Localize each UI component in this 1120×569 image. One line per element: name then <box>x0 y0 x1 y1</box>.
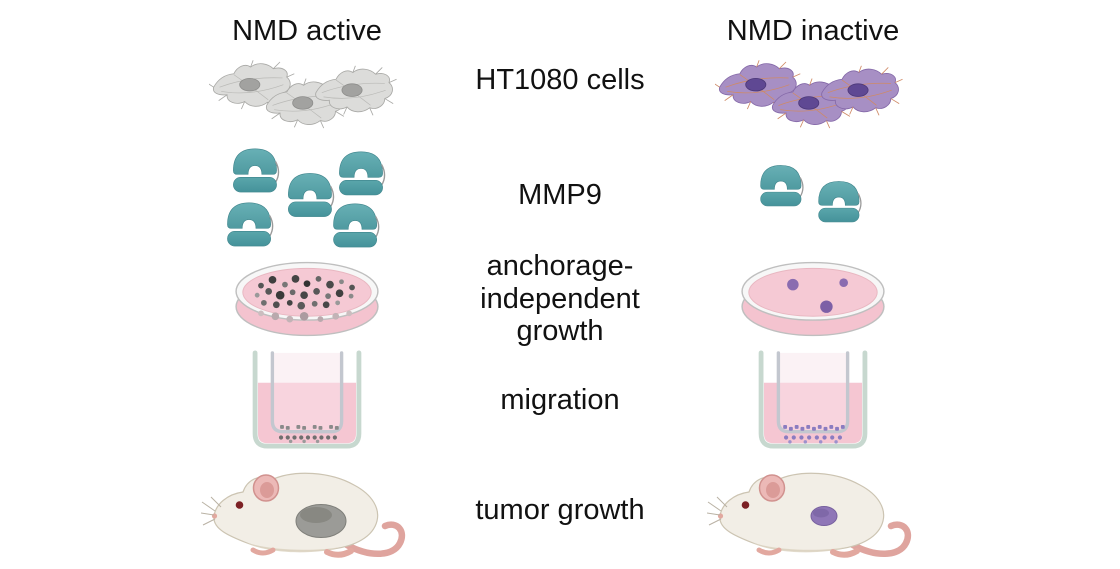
transwell-gray-cells-icon <box>252 350 362 449</box>
migrated-cells-purple <box>783 435 843 444</box>
mmp9-enzymes-many-icon <box>226 148 386 248</box>
cells-left <box>197 52 417 140</box>
mmp9-right <box>703 140 923 250</box>
mmp9-left <box>197 140 417 250</box>
membrane-cells-gray <box>280 425 339 430</box>
colony-dish-left <box>197 250 417 348</box>
column-header-nmd-inactive: NMD inactive <box>726 15 900 47</box>
mouse-body <box>213 472 379 552</box>
mouse-right <box>703 452 923 569</box>
petri-dish-few-colonies-icon <box>741 261 885 337</box>
mouse-large-gray-tumor-icon <box>201 472 406 558</box>
mouse-front-foot <box>756 547 782 555</box>
mouse-tail <box>849 521 912 557</box>
colony-dish-right <box>703 250 923 348</box>
mouse-eye <box>235 500 244 509</box>
row-label-cells: HT1080 cells <box>475 64 645 96</box>
row-label-anchorage: anchorage-independent growth <box>480 250 640 348</box>
fibroblast-cells-purple-icon <box>715 60 903 129</box>
mouse-whiskers <box>707 496 728 525</box>
transwell-left <box>197 348 417 452</box>
colonies-gray <box>254 275 355 323</box>
mouse-front-foot <box>250 547 276 555</box>
mouse-eye <box>741 500 750 509</box>
transwell-purple-cells-icon <box>758 350 868 449</box>
petri-dish-many-colonies-icon <box>235 261 379 337</box>
row-label-migration: migration <box>500 383 620 416</box>
mouse-whiskers <box>201 496 222 525</box>
mouse-left <box>197 452 417 569</box>
colonies-purple <box>787 278 848 313</box>
mouse-rear-foot <box>830 547 860 558</box>
row-label-mmp9: MMP9 <box>518 178 602 211</box>
membrane-cells-purple <box>783 425 845 431</box>
mouse-small-purple-tumor-icon <box>707 472 912 558</box>
mmp9-enzymes-few-icon <box>760 165 862 223</box>
fibroblast-cells-gray-icon <box>209 60 397 129</box>
mouse-nose <box>717 512 724 519</box>
column-header-nmd-active: NMD active <box>232 15 382 47</box>
migrated-cells-gray <box>278 435 337 444</box>
cells-right <box>703 52 923 140</box>
transwell-right <box>703 348 923 452</box>
mouse-body <box>719 472 885 552</box>
mouse-nose <box>211 512 218 519</box>
mouse-rear-foot <box>324 547 354 558</box>
mouse-tail <box>343 521 406 557</box>
row-label-tumor-growth: tumor growth <box>475 494 645 527</box>
